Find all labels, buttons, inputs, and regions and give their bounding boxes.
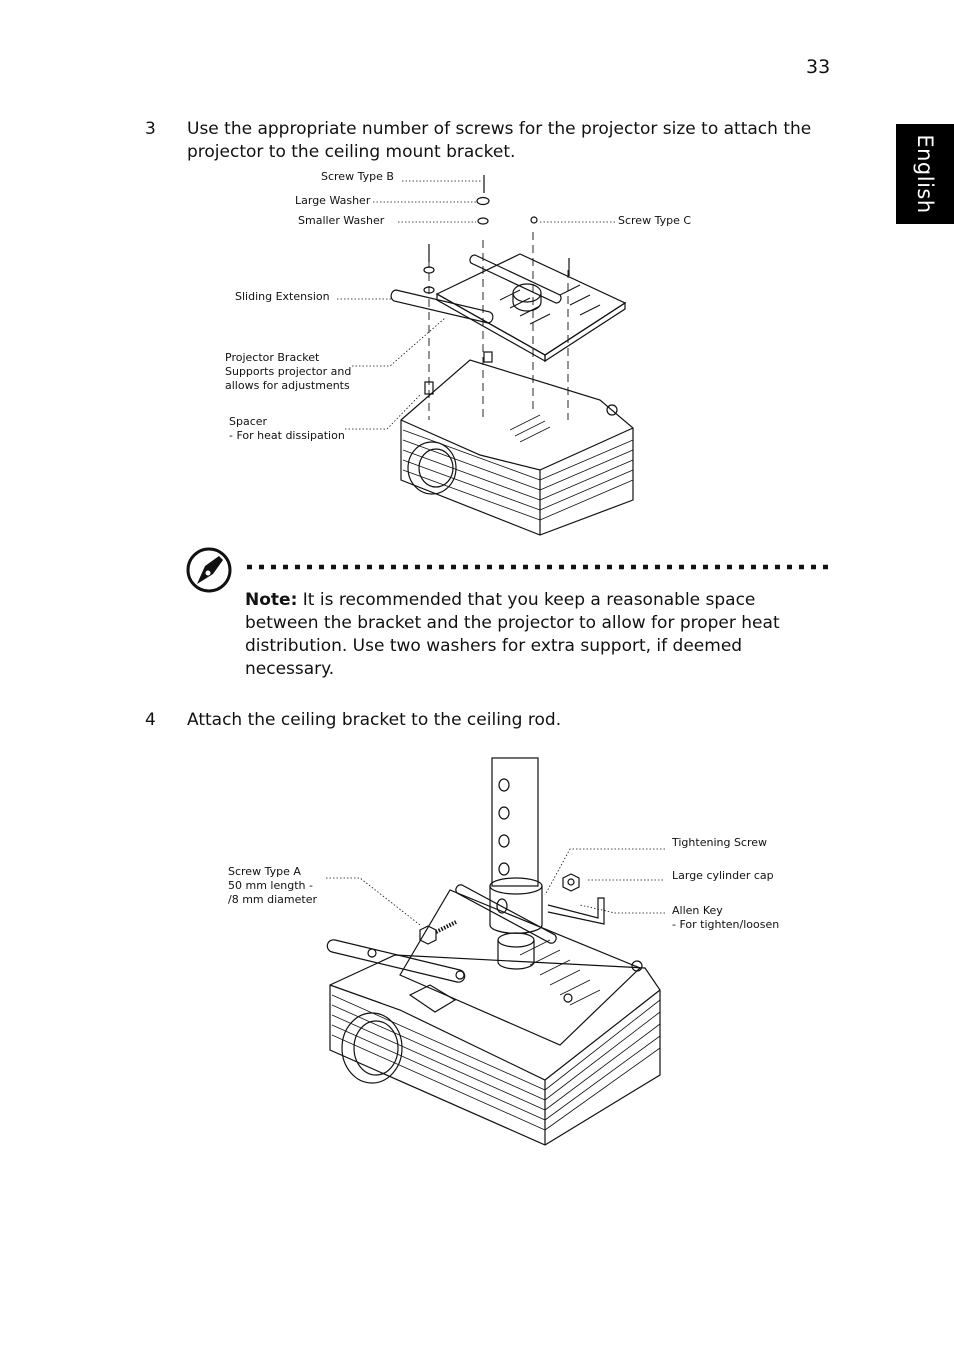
label-projector-bracket: Projector Bracket [225,351,320,364]
note-body: It is recommended that you keep a reason… [245,590,780,679]
step-text: Attach the ceiling bracket to the ceilin… [187,710,562,730]
label-smaller-washer: Smaller Washer [298,214,385,227]
note-pen-icon [186,547,232,593]
note-label: Note: [245,590,298,610]
label-screw-type-a-diameter: /8 mm diameter [228,893,317,906]
label-projector-bracket-desc1: Supports projector and [225,365,352,378]
step-text: Use the appropriate number of screws for… [187,119,812,162]
page-number: 33 [806,56,831,78]
label-spacer-desc: - For heat dissipation [229,429,345,442]
note-text: Note: It is recommended that you keep a … [245,589,825,681]
step-number: 3 [145,119,156,139]
label-allen-key: Allen Key [672,904,723,917]
label-large-washer: Large Washer [295,194,371,207]
label-screw-type-a: Screw Type A [228,865,301,878]
step-number: 4 [145,710,156,730]
label-projector-bracket-desc2: allows for adjustments [225,379,350,392]
label-allen-key-desc: - For tighten/loosen [672,918,780,931]
label-screw-type-a-length: 50 mm length - [228,879,313,892]
language-tab: English [896,124,954,224]
label-spacer: Spacer [229,415,268,428]
label-sliding-extension: Sliding Extension [235,290,330,303]
label-large-cylinder-cap: Large cylinder cap [672,869,774,882]
label-screw-type-c: Screw Type C [618,214,692,227]
label-tightening-screw: Tightening Screw [672,836,768,849]
label-screw-type-b: Screw Type B [321,170,394,183]
